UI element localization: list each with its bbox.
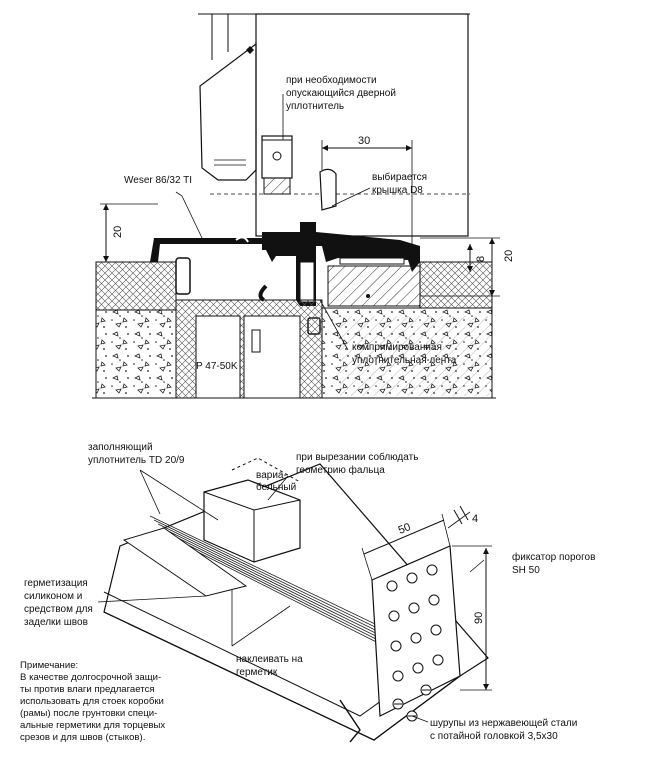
section-view: 30 20 20 8 при необходимости [92, 13, 515, 399]
cover-strip [319, 168, 337, 211]
fixer-label: фиксатор порогов SH 50 [512, 551, 598, 576]
threshold-fixer [371, 545, 461, 717]
dim-8-text: 8 [475, 256, 487, 262]
floor-right [419, 261, 493, 309]
drop-seal-label: при необходимости опускающийся дверной у… [286, 74, 399, 112]
screws-label: шурупы из нержавеющей стали с потайной г… [430, 718, 580, 742]
filler-label: заполняющий уплотнитель TD 20/9 [88, 442, 185, 466]
dim-90-text: 90 [473, 612, 485, 624]
tape-label: компримированная уплотнительная лента [352, 342, 457, 366]
door-leaf [255, 13, 469, 237]
isometric-view: 50 4 90 заполняющий уплотнитель TD 20/9 [20, 442, 598, 743]
rebate-label: при вырезании соблюдать геометрию фальца [296, 451, 421, 476]
weather-bar [199, 42, 257, 181]
frame-label: P 47-50K [196, 361, 238, 372]
dim-50-text: 50 [397, 521, 413, 537]
dimension-90: 90 [452, 545, 492, 691]
drop-seal [261, 135, 293, 179]
dimension-20-right: 20 8 [420, 237, 515, 297]
filler-seal [149, 515, 413, 661]
floor-left [95, 261, 177, 311]
glue-label: наклеивать на герметик [236, 654, 306, 678]
cover-label: выбирается крышка D8 [372, 171, 430, 196]
variable-label: вариа- бельный [256, 470, 296, 493]
dim-20-left-text: 20 [112, 226, 124, 238]
threshold-profile [150, 222, 420, 306]
frame-profile [175, 299, 323, 399]
dim-20-right-text: 20 [503, 250, 515, 262]
dim-4-text: 4 [472, 513, 478, 525]
dimension-30: 30 [321, 135, 413, 244]
note-text: Примечание: В качестве долгосрочной защи… [20, 660, 168, 743]
dimension-4: 4 [447, 505, 478, 529]
profile-label: Weser 86/32 TI [124, 175, 192, 186]
dimension-20-left: 20 [100, 203, 158, 263]
dim-30-text: 30 [358, 135, 370, 147]
sealing-label: герметизация силиконом и средством для з… [24, 578, 96, 628]
dimension-50: 50 [361, 513, 451, 581]
